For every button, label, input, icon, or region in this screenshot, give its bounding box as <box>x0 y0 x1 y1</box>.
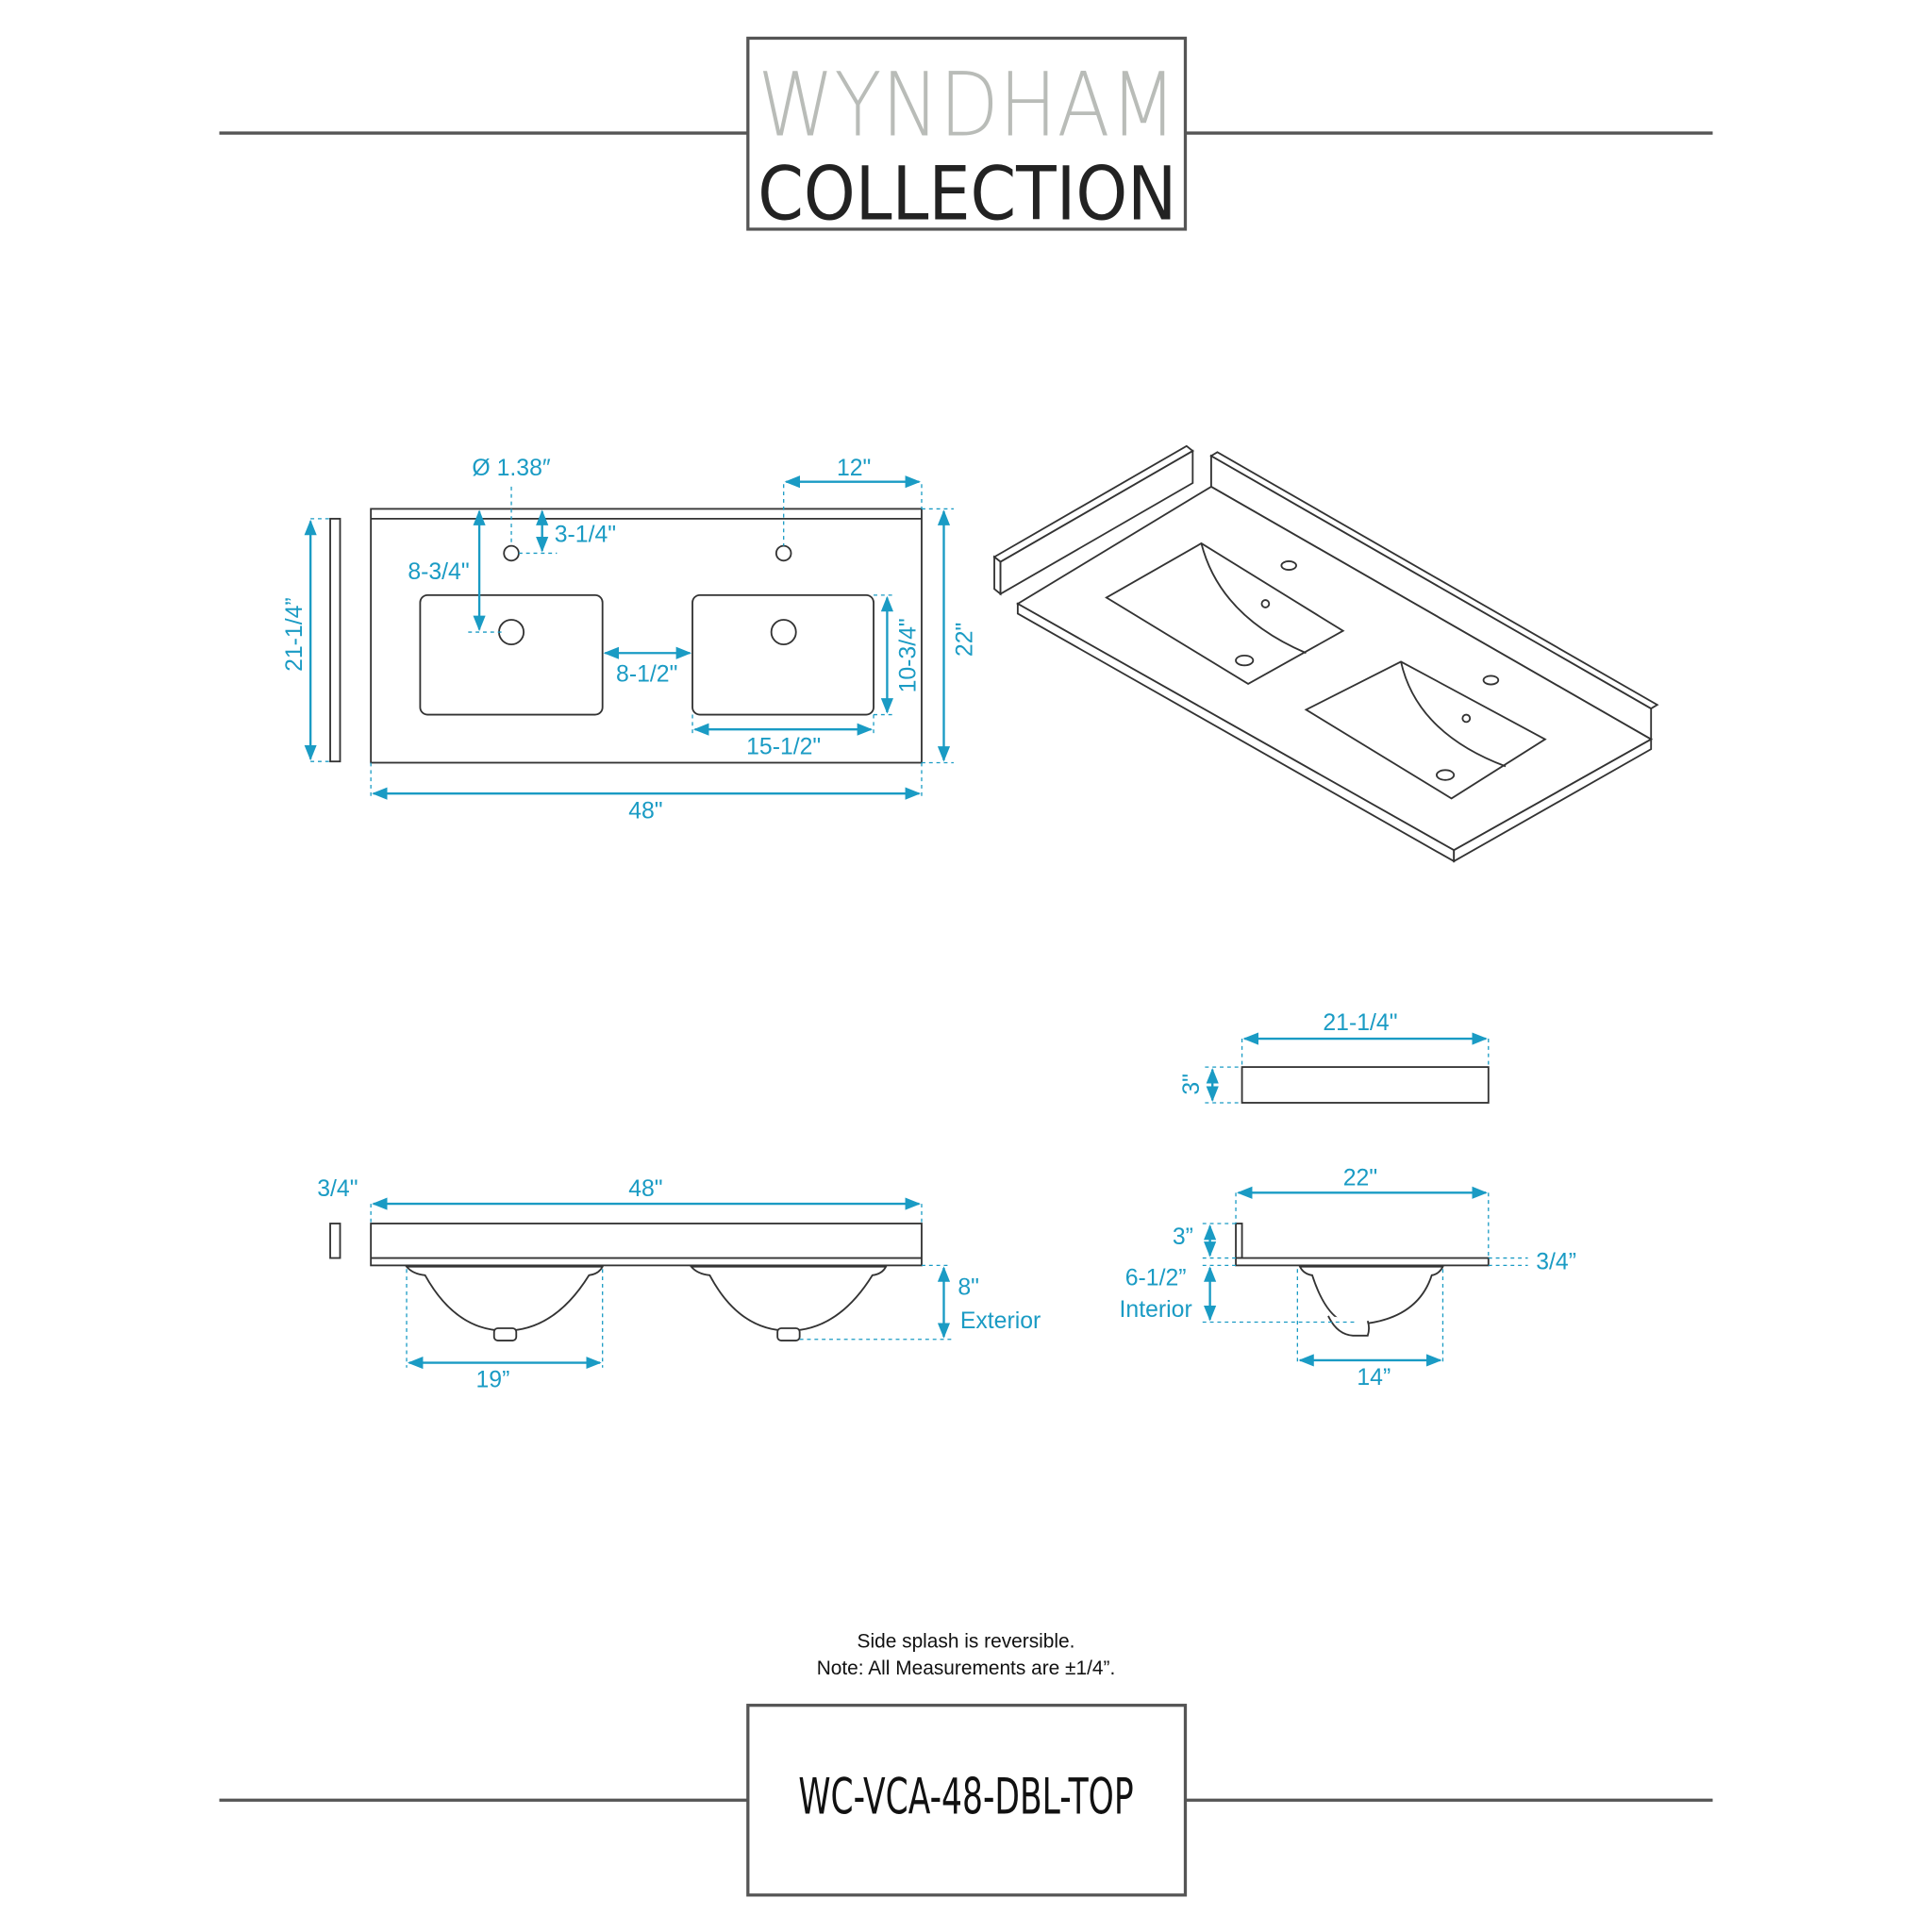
dim-splash-thickness: 3/4" <box>317 1176 358 1202</box>
iso-basin-right <box>1304 660 1547 800</box>
faucet-hole-left <box>503 544 520 562</box>
dim-front-width: 48" <box>628 1176 662 1202</box>
front-view: 3/4" 48" 8" Exterior 19” <box>317 1176 1041 1392</box>
dim-bowl-width: 19” <box>476 1368 510 1393</box>
dim-splash-length: 21-1/4” <box>282 597 308 672</box>
model-footer: WC-VCA-48-DBL-TOP <box>219 1704 1713 1897</box>
front-countertop <box>370 1223 923 1267</box>
model-number: WC-VCA-48-DBL-TOP <box>798 1770 1133 1826</box>
dim-thickness: 3/4” <box>1536 1249 1576 1274</box>
side-splash <box>329 517 341 763</box>
dim-side-splash-height: 3" <box>1179 1074 1205 1095</box>
logo-box <box>746 36 1188 231</box>
dim-basin-width: 15-1/2" <box>746 734 821 759</box>
top-view: 21-1/4” Ø 1.38″ 12" 3-1/4" 8-3/4" 8-1/2"… <box>282 456 978 824</box>
drain-left <box>498 619 525 646</box>
faucet-hole-right <box>774 544 792 562</box>
dim-hole-spacing: 12" <box>837 456 871 481</box>
dim-faucet-hole: Ø 1.38″ <box>472 456 550 481</box>
dim-drain-from-back: 8-3/4" <box>408 559 469 585</box>
dim-basin-gap: 8-1/2" <box>616 661 677 687</box>
dim-side-bowl-width: 14” <box>1357 1365 1391 1391</box>
side-view: 22" 3” 3/4” 6-1/2” Interior 14” <box>1120 1165 1576 1391</box>
isometric-view <box>992 444 1659 863</box>
dim-side-depth: 22" <box>1343 1165 1377 1191</box>
dim-width: 48" <box>628 798 662 824</box>
brand-header: WYNDHAM COLLECTION <box>219 36 1713 237</box>
label-exterior: Exterior <box>960 1308 1041 1334</box>
dim-side-splash: 3” <box>1173 1224 1193 1250</box>
side-splash-view: 21-1/4" 3" <box>1179 1010 1490 1104</box>
note-reversible: Side splash is reversible. <box>858 1630 1075 1652</box>
dim-exterior-height: 8" <box>958 1275 979 1301</box>
side-countertop <box>1235 1257 1490 1267</box>
basin-left <box>419 593 604 716</box>
dim-basin-depth: 10-3/4" <box>895 618 921 692</box>
dim-side-splash-length: 21-1/4" <box>1323 1010 1397 1036</box>
brand-wyndham: WYNDHAM <box>758 55 1176 158</box>
dim-depth: 22" <box>953 623 978 657</box>
label-interior: Interior <box>1120 1297 1192 1323</box>
basin-right <box>691 593 874 716</box>
brand-collection: COLLECTION <box>758 151 1176 237</box>
dim-hole-from-back: 3-1/4" <box>555 523 616 548</box>
side-splash-rect <box>1241 1066 1490 1104</box>
front-side-splash <box>329 1223 341 1259</box>
note-tolerance: Note: All Measurements are ±1/4”. <box>817 1657 1116 1679</box>
drain-right <box>770 619 797 646</box>
iso-basin-left <box>1105 541 1345 685</box>
dim-interior-height: 6-1/2” <box>1125 1265 1187 1291</box>
